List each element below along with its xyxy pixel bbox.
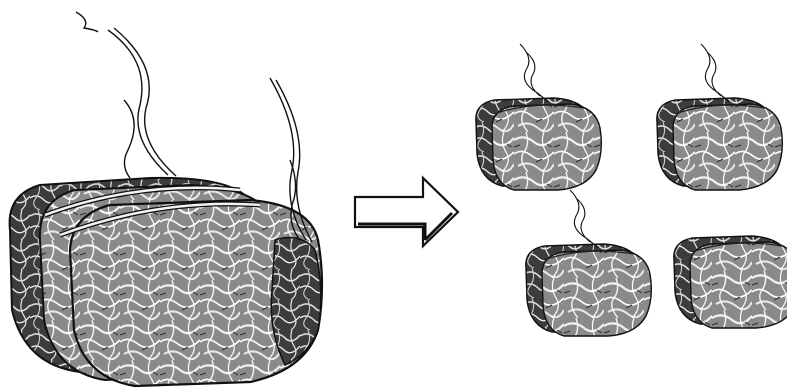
roast-portion-icon <box>526 190 652 336</box>
roast-portion-icon <box>476 44 602 190</box>
roast-portion-icon <box>674 236 787 328</box>
steam-icon <box>570 190 598 248</box>
steam-icon <box>520 44 548 102</box>
tied-roast-large-icon <box>10 12 322 386</box>
small-roasts-group <box>476 44 787 336</box>
steam-icon <box>701 44 729 102</box>
right-arrow-icon <box>355 178 458 246</box>
roast-portion-icon <box>657 44 783 190</box>
